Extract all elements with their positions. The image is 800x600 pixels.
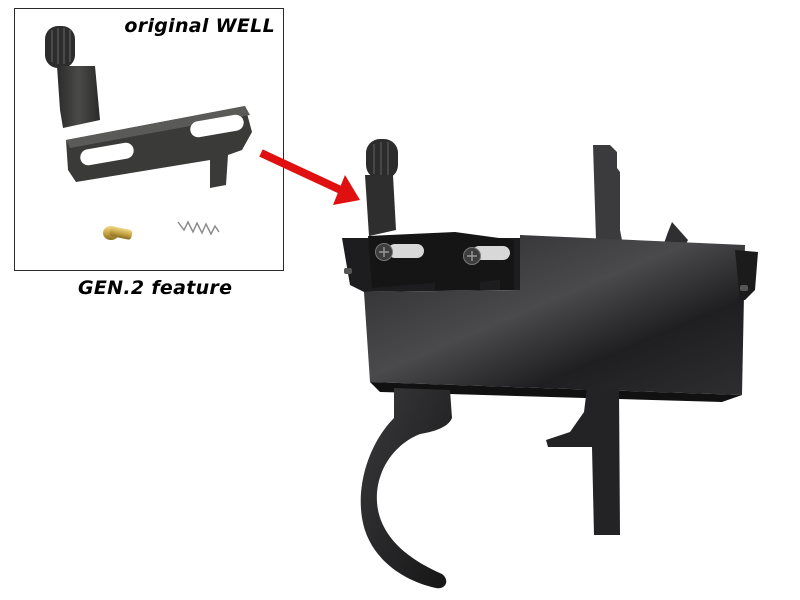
curved-trigger <box>360 388 452 589</box>
screw-icon <box>463 247 481 265</box>
inset-title: original WELL <box>124 15 275 37</box>
brass-detent-pin <box>103 226 133 240</box>
main-safety-lever <box>365 139 514 290</box>
sear-lever <box>546 388 620 535</box>
screw-icon <box>375 243 393 261</box>
spring-icon <box>177 220 220 236</box>
inset-safety-lever <box>45 26 252 188</box>
red-arrow <box>259 149 360 205</box>
inset-caption: GEN.2 feature <box>78 277 233 299</box>
upper-sear-blade <box>593 145 688 246</box>
